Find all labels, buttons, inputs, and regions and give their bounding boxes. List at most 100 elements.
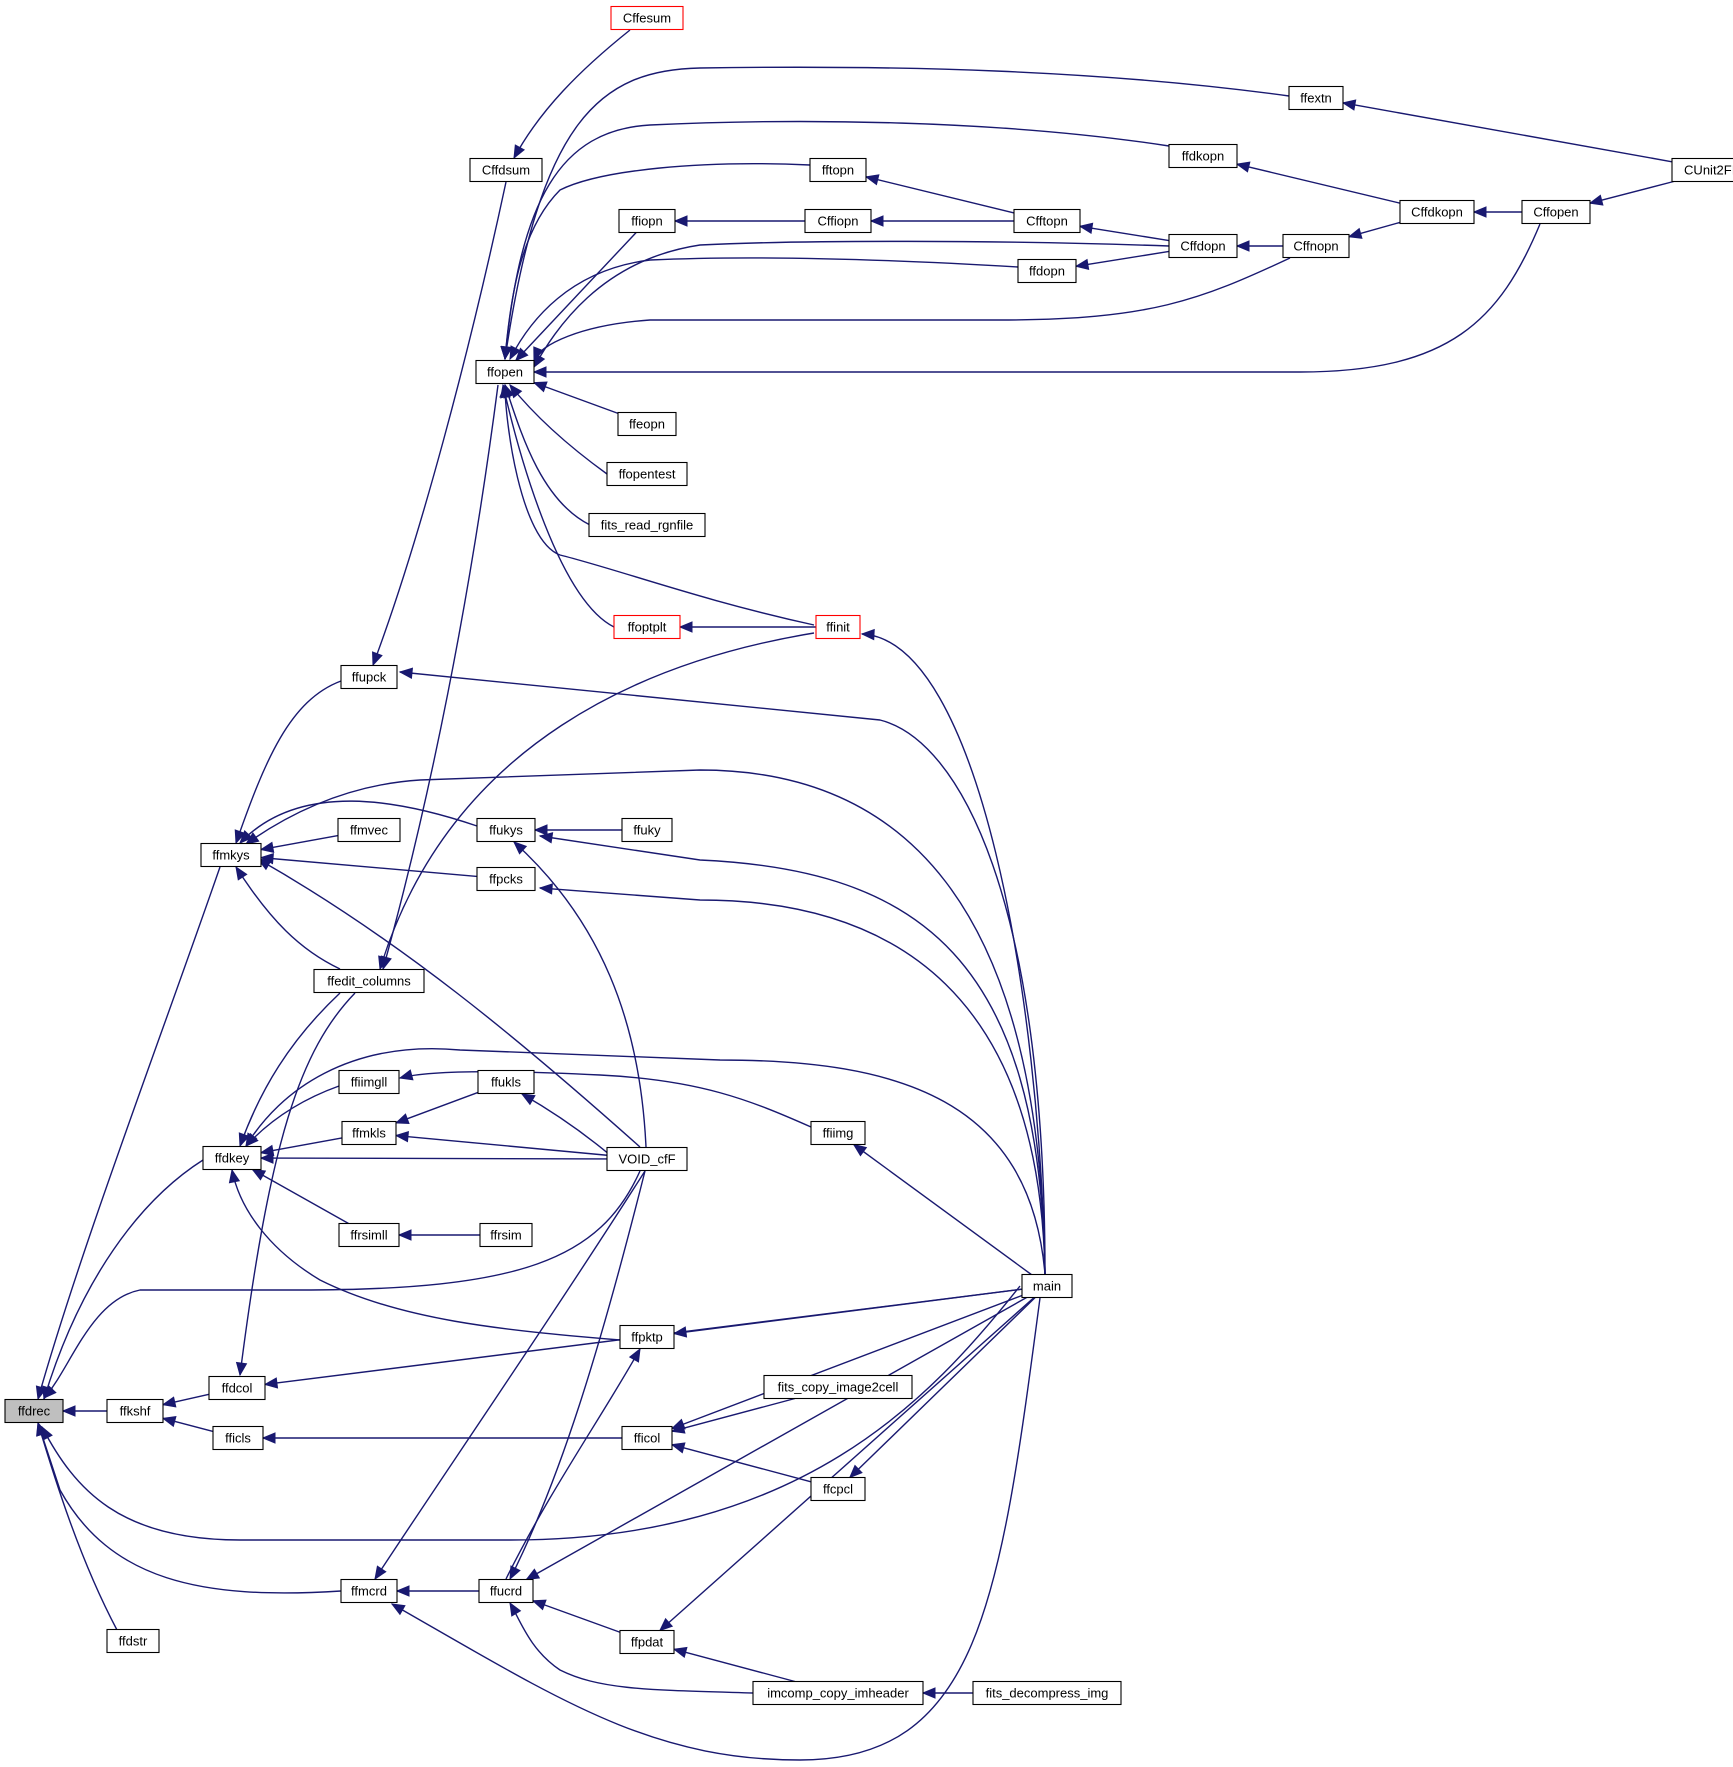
arrowhead-Cffnopn [1347, 227, 1363, 239]
node-box [200, 842, 262, 868]
arrowhead-ffpktp [628, 1347, 641, 1363]
node-ffdcol[interactable]: ffdcol [208, 1375, 266, 1401]
node-fficol[interactable]: fficol [621, 1425, 673, 1451]
arrowhead-ffdkey [245, 1132, 258, 1148]
node-box [1168, 233, 1238, 259]
arrowhead-ffiimg [852, 1143, 868, 1157]
node-box [618, 208, 676, 234]
edge-VOID_cfF-to-ffukls [521, 1093, 611, 1156]
arrowhead-ffopen [533, 353, 546, 369]
edge-ffpktp-to-ffdkey [231, 1169, 621, 1341]
nodes: ffdrec ffkshf ffdstr ffdcol fficls ffmkys ffdk… [4, 5, 1733, 1706]
edge-main-to-ffinit [861, 633, 1046, 1275]
node-ffdrec[interactable]: ffdrec [4, 1398, 64, 1424]
node-ffpdat[interactable]: ffpdat [619, 1629, 675, 1655]
node-fits-decompress-img[interactable]: fits_decompress_img [972, 1680, 1122, 1706]
edge-fits_copy_image2cell-to-fficol [671, 1397, 796, 1432]
node-VOID-cfF[interactable]: VOID_cfF [606, 1146, 688, 1172]
arrowhead-ffmkls [394, 1113, 410, 1124]
node-ffmcrd[interactable]: ffmcrd [340, 1578, 398, 1604]
node-Cffdopn[interactable]: Cffdopn [1168, 233, 1238, 259]
arrowhead-ffucrd [509, 1565, 521, 1581]
node-ffopentest[interactable]: ffopentest [606, 461, 688, 487]
node-fficls[interactable]: fficls [212, 1425, 264, 1451]
node-ffdstr[interactable]: ffdstr [106, 1628, 160, 1654]
node-Cffiopn[interactable]: Cffiopn [804, 208, 872, 234]
node-ffdkopn[interactable]: ffdkopn [1168, 143, 1238, 169]
arrowhead-fficol [670, 1442, 686, 1454]
edge-ffupck-to-ffmkys [235, 680, 342, 844]
arrowhead-ffopen [500, 346, 512, 361]
node-ffpcks[interactable]: ffpcks [476, 866, 536, 892]
node-imcomp-copy-imheader[interactable]: imcomp_copy_imheader [752, 1680, 924, 1706]
edge-main-to-ffmkys [245, 769, 1046, 1275]
node-ffinit[interactable]: ffinit [815, 614, 861, 640]
node-label: ffeopn [629, 417, 665, 432]
node-label: fficol [634, 1431, 661, 1446]
node-Cffnopn[interactable]: Cffnopn [1282, 233, 1350, 259]
arrowhead-Cffdopn [1235, 240, 1250, 252]
arrowhead-Cfftopn [1078, 222, 1094, 234]
arrowhead-imcomp_copy_imheader [921, 1687, 936, 1699]
arrowhead-ffkshf [161, 1415, 177, 1428]
edge-ffukys-to-ffmkys [239, 800, 478, 844]
node-label: Cffdsum [482, 163, 530, 178]
node-ffiimgll[interactable]: ffiimgll [338, 1069, 400, 1095]
node-Cffesum[interactable]: Cffesum [610, 5, 684, 31]
node-ffrsimll[interactable]: ffrsimll [338, 1222, 400, 1248]
node-box [763, 1374, 913, 1400]
node-ffmvec[interactable]: ffmvec [337, 817, 401, 843]
arrowhead-Cffiopn [869, 215, 884, 227]
node-label: ffiimg [823, 1126, 854, 1141]
node-Cffopen[interactable]: Cffopen [1521, 199, 1591, 225]
node-fftopn[interactable]: fftopn [809, 157, 867, 183]
node-ffdkey[interactable]: ffdkey [202, 1145, 262, 1171]
node-Cffdsum[interactable]: Cffdsum [469, 157, 543, 183]
edge-ffrsimll-to-ffdkey [252, 1168, 349, 1225]
arrowhead-ffkshf [161, 1396, 177, 1408]
node-ffupck[interactable]: ffupck [340, 664, 398, 690]
arrowhead-ffdkopn [1235, 161, 1251, 173]
edge-ffopen-to-ffedit_columns [382, 384, 499, 970]
node-ffmkys[interactable]: ffmkys [200, 842, 262, 868]
node-ffeopn[interactable]: ffeopn [617, 411, 677, 437]
node-ffoptplt[interactable]: ffoptplt [613, 614, 681, 640]
node-ffedit-columns[interactable]: ffedit_columns [313, 968, 425, 994]
node-fits-copy-image2cell[interactable]: fits_copy_image2cell [763, 1374, 913, 1400]
node-ffukls[interactable]: ffukls [477, 1069, 535, 1095]
node-ffopen[interactable]: ffopen [475, 359, 535, 385]
edge-main-to-ffdrec [41, 1285, 1021, 1541]
edge-Cffdkopn-to-ffdkopn [1236, 163, 1401, 204]
node-label: ffmvec [350, 823, 389, 838]
node-ffiimg[interactable]: ffiimg [810, 1120, 866, 1146]
node-box [810, 1120, 866, 1146]
node-box [1671, 157, 1733, 183]
node-ffpktp[interactable]: ffpktp [619, 1324, 675, 1350]
node-fits-read-rgnfile[interactable]: fits_read_rgnfile [588, 512, 706, 538]
node-box [338, 1222, 400, 1248]
node-CUnit2FITS[interactable]: CUnit2FITS [1671, 157, 1733, 183]
node-label: ffukls [491, 1075, 522, 1090]
edge-imcomp_copy_imheader-to-ffpdat [673, 1648, 796, 1683]
node-ffukys[interactable]: ffukys [476, 817, 536, 843]
arrowhead-ffucrd [525, 1568, 541, 1581]
node-ffiopn[interactable]: ffiopn [618, 208, 676, 234]
node-ffrsim[interactable]: ffrsim [479, 1222, 533, 1248]
node-ffkshf[interactable]: ffkshf [106, 1398, 164, 1424]
edge-ffedit_columns-to-ffdcol [239, 992, 356, 1376]
node-box [337, 817, 401, 843]
node-ffmkls[interactable]: ffmkls [341, 1120, 397, 1146]
node-ffdopn[interactable]: ffdopn [1017, 258, 1077, 284]
arrowhead-ffdkey [238, 1132, 250, 1148]
node-ffextn[interactable]: ffextn [1288, 85, 1344, 111]
node-ffucrd[interactable]: ffucrd [478, 1578, 534, 1604]
node-ffuky[interactable]: ffuky [621, 817, 673, 843]
node-box [477, 1069, 535, 1095]
node-label: ffucrd [490, 1584, 522, 1599]
node-Cffdkopn[interactable]: Cffdkopn [1399, 199, 1475, 225]
node-label: ffdkey [215, 1151, 250, 1166]
edge-ffextn-to-ffopen [504, 66, 1290, 360]
node-ffcpcl[interactable]: ffcpcl [810, 1476, 866, 1502]
node-main[interactable]: main [1021, 1273, 1073, 1299]
node-Cfftopn[interactable]: Cfftopn [1013, 208, 1081, 234]
